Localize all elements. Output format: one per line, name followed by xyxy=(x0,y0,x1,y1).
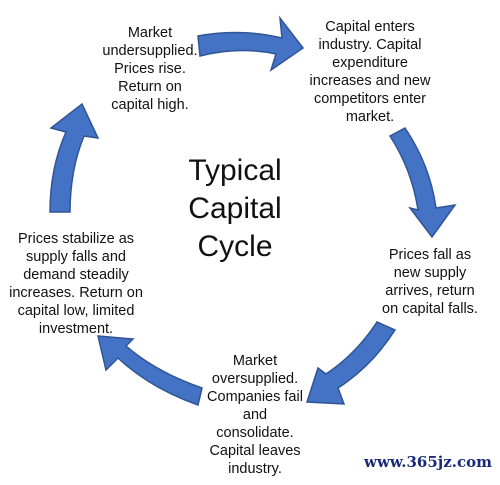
node-text-line: Prices rise. xyxy=(114,61,186,77)
node-text-line: oversupplied. xyxy=(211,371,299,387)
title-line: Capital xyxy=(188,192,282,225)
node-text-line: expenditure xyxy=(332,55,408,71)
node-text-line: capital low, limited xyxy=(17,303,135,319)
node-text-line: competitors enter xyxy=(313,91,427,107)
arrow-bottom-left xyxy=(97,335,203,406)
node-text-line: industry. xyxy=(228,461,282,477)
node-text-line: Prices fall as xyxy=(388,247,472,263)
diagram-title: Typical Capital Cycle xyxy=(150,152,320,266)
node-text-line: consolidate. xyxy=(216,425,294,441)
node-text-line: Capital leaves xyxy=(209,443,301,459)
node-text-line: undersupplied. xyxy=(102,43,198,59)
node-prices-fall: Prices fall as new supply arrives, retur… xyxy=(360,246,500,318)
node-text-line: Companies fail xyxy=(207,389,303,405)
node-text-line: supply falls and xyxy=(26,249,126,265)
watermark: www.365jz.com xyxy=(364,453,492,471)
node-market-oversupplied: Market oversupplied. Companies fail and … xyxy=(180,352,330,478)
node-market-undersupplied: Market undersupplied. Prices rise. Retur… xyxy=(70,24,230,114)
title-line: Typical xyxy=(188,154,282,187)
node-text-line: and xyxy=(242,407,268,423)
node-text-line: Prices stabilize as xyxy=(17,231,135,247)
title-line: Cycle xyxy=(197,230,273,263)
node-text-line: capital high. xyxy=(111,97,189,113)
node-text-line: market. xyxy=(345,109,395,125)
node-text-line: industry. Capital xyxy=(318,37,422,53)
arrow-right xyxy=(388,127,457,239)
node-text-line: demand steadily xyxy=(23,267,129,283)
node-text-line: increases and new xyxy=(309,73,431,89)
node-text-line: investment. xyxy=(38,321,114,337)
node-text-line: on capital falls. xyxy=(382,301,478,317)
arrow-bottom-right xyxy=(305,321,397,405)
arrow-left xyxy=(49,102,100,213)
node-text-line: arrives, return xyxy=(385,283,475,299)
node-text-line: Market xyxy=(232,353,278,369)
node-prices-stabilize: Prices stabilize as supply falls and dem… xyxy=(0,230,152,338)
node-text-line: Market xyxy=(127,25,173,41)
node-text-line: new supply xyxy=(393,265,467,281)
arrow-top xyxy=(197,15,305,72)
node-capital-enters-industry: Capital enters industry. Capital expendi… xyxy=(290,18,450,126)
node-text-line: Capital enters xyxy=(325,19,415,35)
node-text-line: Return on xyxy=(118,79,182,95)
node-text-line: increases. Return on xyxy=(9,285,143,301)
